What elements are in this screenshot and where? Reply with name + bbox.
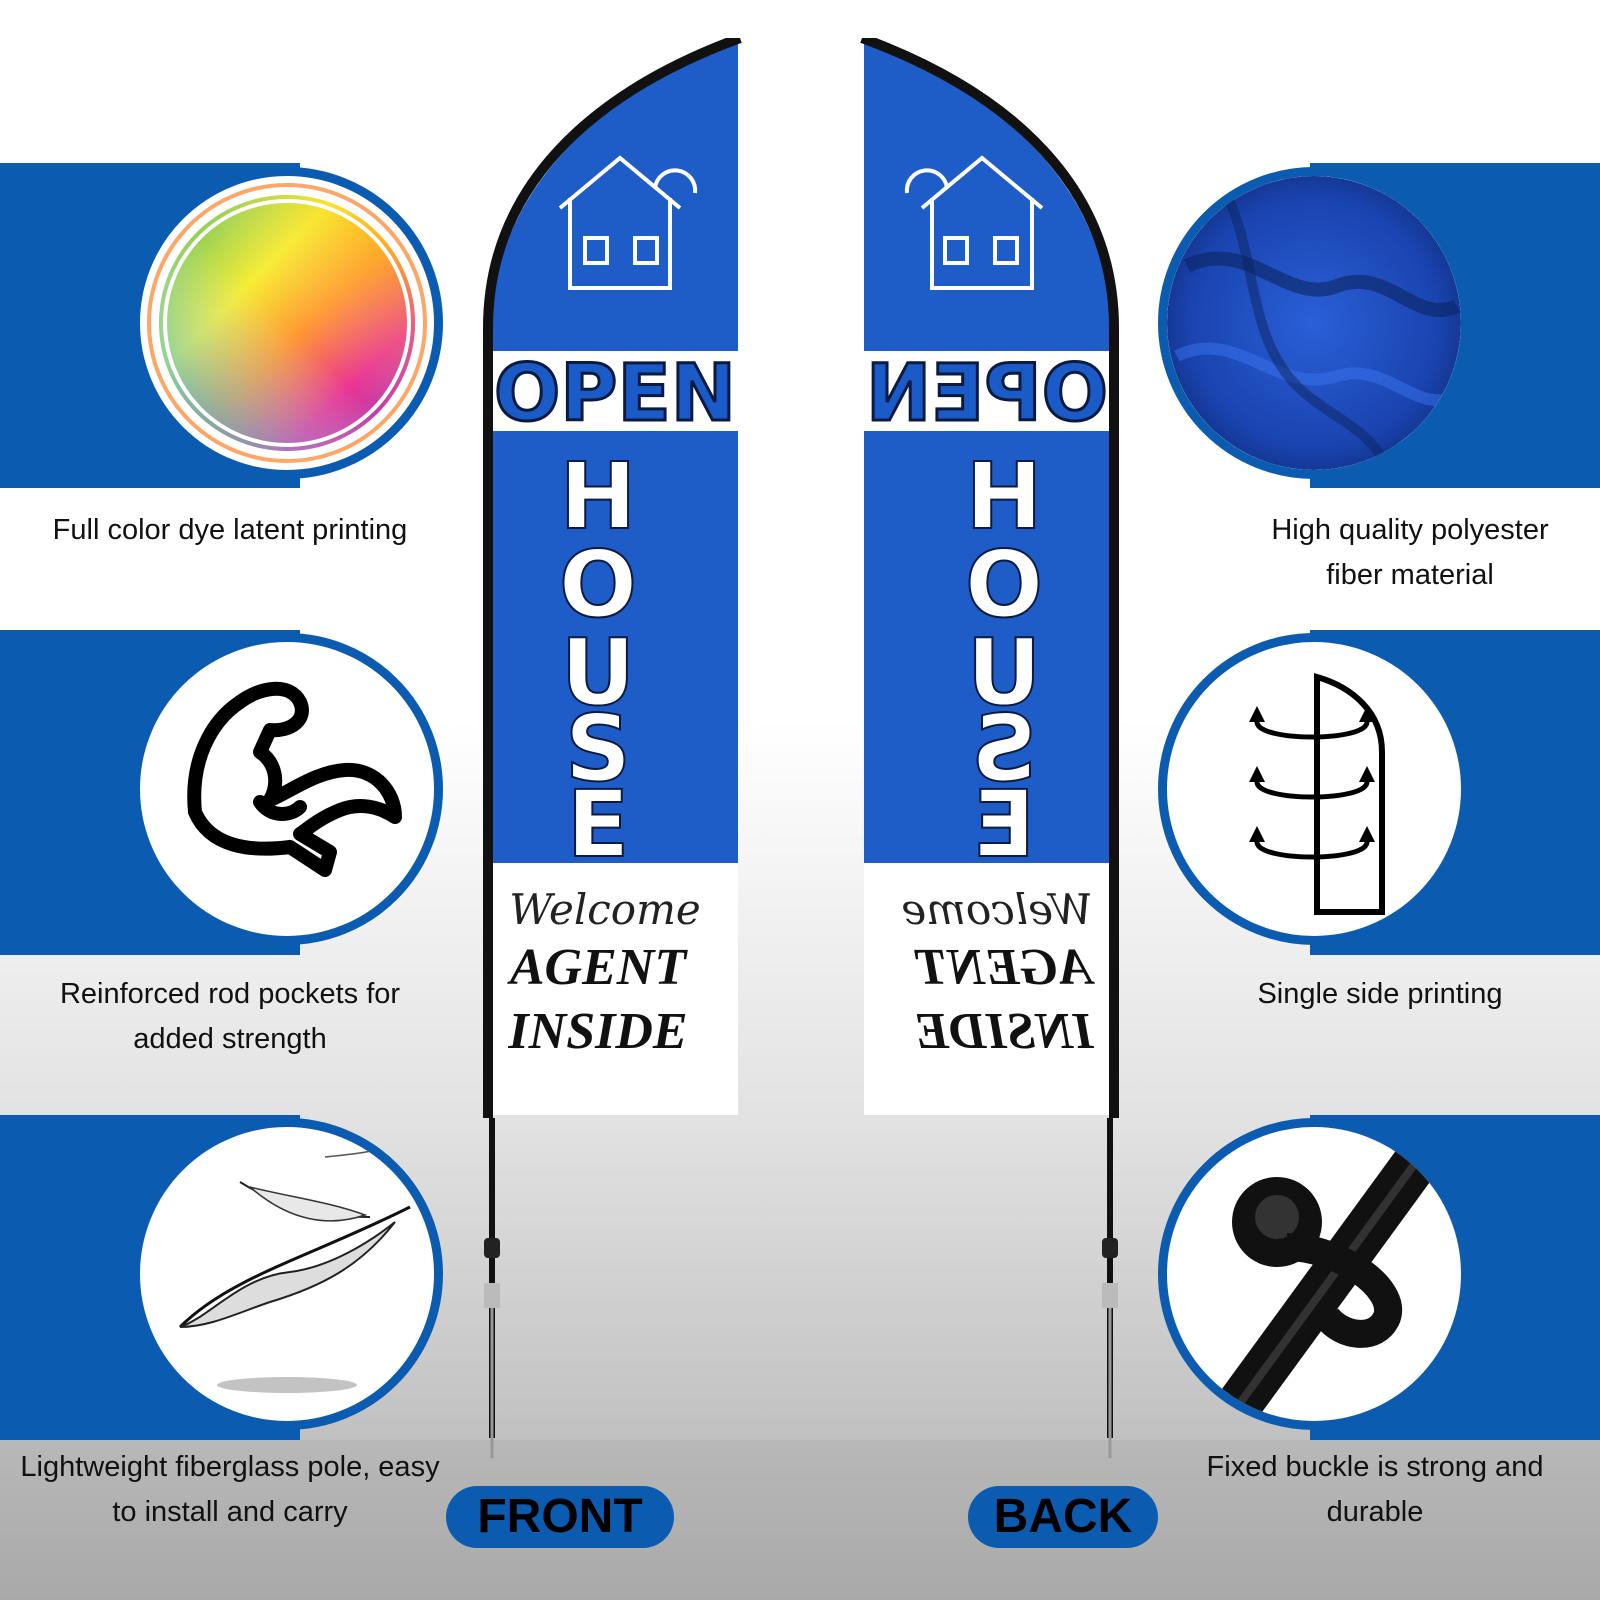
flag-inside-text: INSIDE bbox=[507, 1003, 687, 1060]
back-inside-text: INSIDE bbox=[914, 1003, 1094, 1060]
back-letter-s: S bbox=[971, 695, 1037, 802]
back-open-text: OPEN bbox=[866, 349, 1108, 439]
house-logo-icon-back bbox=[904, 155, 1044, 290]
front-flag: OPEN H O U S E Welcome AGENT INSIDE bbox=[483, 38, 742, 1458]
flag-welcome-text: Welcome bbox=[509, 885, 701, 934]
house-letter-h: H bbox=[560, 443, 637, 550]
back-letter-h: H bbox=[966, 443, 1043, 550]
back-letter-e: E bbox=[973, 771, 1036, 878]
buckle-icon bbox=[1204, 1127, 1450, 1421]
house-logo-icon bbox=[558, 155, 698, 290]
rod-pocket-circle bbox=[1158, 633, 1470, 945]
back-letter-o: O bbox=[965, 531, 1043, 638]
front-label: FRONT bbox=[446, 1486, 674, 1548]
rod-pocket-rotation-icon bbox=[1249, 673, 1385, 915]
house-letter-u: U bbox=[561, 619, 636, 726]
house-letter-e: E bbox=[567, 771, 630, 878]
back-agent-text: AGENT bbox=[914, 939, 1095, 996]
color-wheel-icon bbox=[147, 183, 427, 463]
caption-fixed-buckle: Fixed buckle is strong and durable bbox=[1206, 1451, 1544, 1528]
ground-shadow bbox=[0, 1440, 1600, 1600]
caption-single-side: Single side printing bbox=[1257, 978, 1503, 1010]
flag-open-text: OPEN bbox=[494, 349, 736, 439]
color-wheel-circle bbox=[131, 167, 443, 479]
flexed-arm-icon bbox=[187, 681, 402, 877]
house-letter-o: O bbox=[559, 531, 637, 638]
back-welcome-text: Welcome bbox=[901, 885, 1093, 934]
caption-lightweight-pole: Lightweight fiberglass pole, easy to ins… bbox=[20, 1451, 440, 1528]
buckle-circle bbox=[1158, 1118, 1470, 1430]
caption-polyester: High quality polyester fiber material bbox=[1271, 514, 1549, 591]
feather-icon bbox=[178, 1148, 411, 1393]
caption-rod-pockets: Reinforced rod pockets for added strengt… bbox=[59, 978, 401, 1055]
caption-color-printing: Full color dye latent printing bbox=[52, 514, 408, 546]
flag-agent-text: AGENT bbox=[507, 939, 688, 996]
muscle-circle bbox=[131, 633, 443, 945]
back-flag: OPEN H O U S E Welcome AGENT INSIDE bbox=[860, 38, 1119, 1458]
fabric-circle bbox=[1158, 167, 1470, 479]
back-label: BACK bbox=[968, 1486, 1158, 1548]
back-letter-u: U bbox=[967, 619, 1042, 726]
feather-circle bbox=[131, 1118, 443, 1430]
fabric-icon bbox=[1167, 176, 1461, 470]
house-letter-s: S bbox=[565, 695, 631, 802]
